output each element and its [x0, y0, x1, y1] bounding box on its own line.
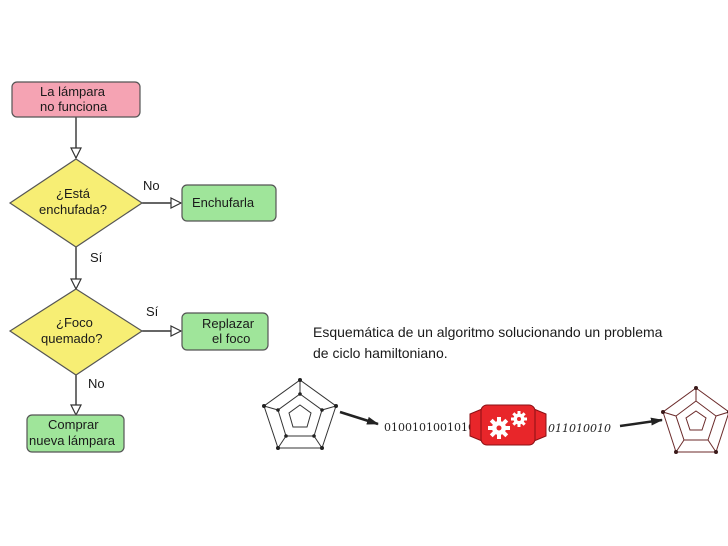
- caption: Esquemática de un algoritmo solucionando…: [313, 324, 663, 361]
- action1-line-1: Enchufarla: [192, 195, 255, 210]
- input-graph-icon: [262, 378, 338, 450]
- action3-line-1: Comprar: [48, 417, 99, 432]
- action2-line-2: el foco: [212, 331, 250, 346]
- decision1-node: ¿Está enchufada?: [8, 158, 144, 248]
- action3-node: Comprar nueva lámpara: [26, 414, 125, 453]
- start-node: La lámpara no funciona: [11, 81, 141, 118]
- input-bits: 0100101001010: [384, 421, 475, 434]
- output-graph-icon: [661, 386, 728, 454]
- algorithm-machine-icon: [469, 404, 547, 446]
- action2-line-1: Replazar: [202, 316, 255, 331]
- action3-line-2: nueva lámpara: [29, 433, 116, 448]
- decision1-line-1: ¿Está: [56, 186, 91, 201]
- action2-node: Replazar el foco: [181, 312, 269, 351]
- action1-node: Enchufarla: [181, 184, 277, 222]
- start-line-1: La lámpara: [40, 84, 106, 99]
- gear-icon: [511, 411, 527, 427]
- decision2-line-1: ¿Foco: [56, 315, 93, 330]
- input-arrow: [339, 410, 379, 426]
- output-bits: 011010010: [548, 422, 611, 435]
- output-arrow: [619, 417, 663, 428]
- start-line-2: no funciona: [40, 99, 108, 114]
- decision2-line-2: quemado?: [41, 331, 102, 346]
- edge-label-si-1: Sí: [90, 250, 103, 265]
- edge-label-si-2: Sí: [146, 304, 159, 319]
- decision2-node: ¿Foco quemado?: [8, 288, 144, 376]
- gear-icon: [488, 417, 510, 439]
- edge-label-no-1: No: [143, 178, 160, 193]
- edge-label-no-2: No: [88, 376, 105, 391]
- decision1-line-2: enchufada?: [39, 202, 107, 217]
